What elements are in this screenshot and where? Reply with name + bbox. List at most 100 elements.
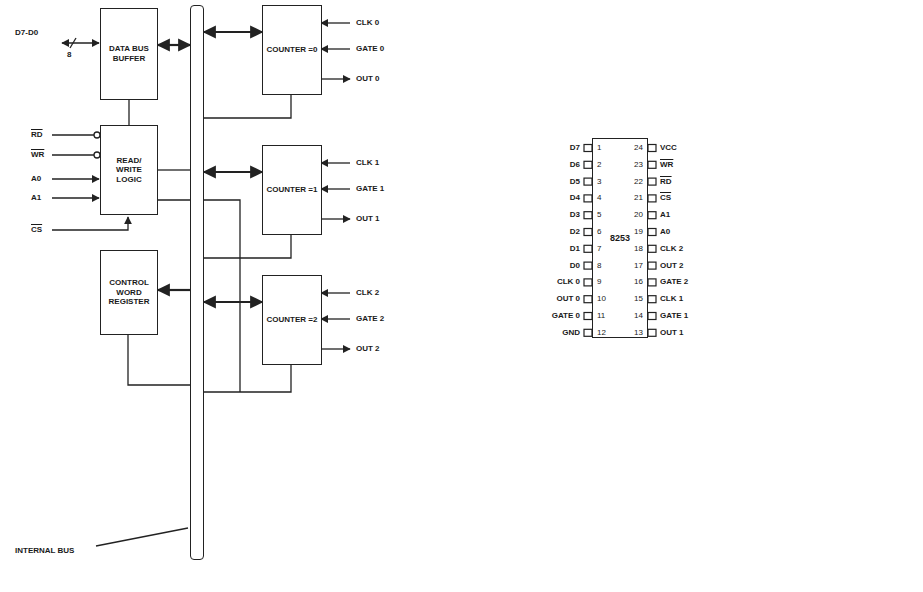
pin-pad bbox=[584, 245, 592, 252]
pin-name: A1 bbox=[659, 210, 671, 220]
control-wire bbox=[204, 365, 291, 392]
pin-pad bbox=[584, 145, 592, 152]
pin-name: CLK 2 bbox=[659, 244, 684, 254]
pin-number: 7 bbox=[596, 244, 602, 254]
pin-pad bbox=[584, 178, 592, 185]
box-title: 8253 bbox=[610, 233, 630, 244]
bus-arrow bbox=[204, 171, 262, 173]
pin-pad bbox=[648, 329, 656, 336]
out-line bbox=[320, 218, 350, 219]
clk-line bbox=[321, 292, 350, 293]
pin-pad bbox=[648, 313, 656, 320]
pin-name: D0 bbox=[569, 261, 581, 271]
pin-pad bbox=[584, 229, 592, 236]
bus-slash bbox=[70, 38, 76, 48]
pin-name: GND bbox=[561, 328, 581, 338]
pin-name: WR bbox=[659, 160, 674, 170]
pin-pad bbox=[648, 279, 656, 286]
pin-number: 2 bbox=[596, 160, 602, 170]
pin-pad bbox=[648, 145, 656, 152]
pin-pad bbox=[584, 262, 592, 269]
pin-pad bbox=[648, 161, 656, 168]
pin-number: 16 bbox=[633, 277, 644, 287]
box-title: COUNTER =2 bbox=[267, 315, 318, 325]
pin-pad bbox=[648, 296, 656, 303]
signal-name: OUT 2 bbox=[355, 344, 381, 354]
pin-name: GATE 2 bbox=[659, 277, 689, 287]
pin-number: 24 bbox=[633, 143, 644, 153]
pin-pad bbox=[648, 178, 656, 185]
signal-name: RD bbox=[30, 130, 44, 140]
pin-number: 18 bbox=[633, 244, 644, 254]
pin-pad bbox=[584, 329, 592, 336]
bus-arrow bbox=[158, 44, 190, 46]
out-line bbox=[320, 78, 350, 79]
pin-pad bbox=[648, 195, 656, 202]
pin-pad bbox=[584, 195, 592, 202]
pin-name: D7 bbox=[569, 143, 581, 153]
buffer-box: DATA BUS BUFFER bbox=[100, 8, 158, 100]
out-line bbox=[320, 348, 350, 349]
signal-name: CLK 0 bbox=[355, 18, 380, 28]
pin-number: 12 bbox=[596, 328, 607, 338]
signal-name: A1 bbox=[30, 193, 42, 203]
gate-line bbox=[321, 188, 350, 189]
pin-number: 11 bbox=[596, 311, 606, 321]
signal-name: WR bbox=[30, 150, 45, 160]
pin-number: 6 bbox=[596, 227, 602, 237]
pin-number: 13 bbox=[633, 328, 644, 338]
clk-line bbox=[321, 22, 350, 23]
signal-name: D7-D0 bbox=[14, 28, 39, 38]
pin-number: 1 bbox=[596, 143, 602, 153]
data-bus-line bbox=[62, 42, 99, 43]
pin-name: CLK 1 bbox=[659, 294, 684, 304]
pin-name: D4 bbox=[569, 193, 581, 203]
pin-pad bbox=[584, 161, 592, 168]
counter-box: COUNTER =1 bbox=[262, 145, 322, 235]
pin-pad bbox=[648, 245, 656, 252]
box-title: COUNTER =1 bbox=[267, 185, 318, 195]
control-wire bbox=[204, 235, 291, 258]
pin-pad bbox=[584, 279, 592, 286]
pin-number: 19 bbox=[633, 227, 644, 237]
register-box: CONTROL WORD REGISTER bbox=[100, 250, 158, 335]
bus-arrow bbox=[204, 301, 262, 303]
signal-name: GATE 2 bbox=[355, 314, 385, 324]
pin-name: CLK 0 bbox=[556, 277, 581, 287]
pin-number: 17 bbox=[633, 261, 644, 271]
pin-number: 20 bbox=[633, 210, 644, 220]
logic-box: READ/ WRITE LOGIC bbox=[100, 125, 158, 215]
box-title: COUNTER =0 bbox=[267, 45, 318, 55]
wr-line bbox=[52, 154, 94, 155]
gate-line bbox=[321, 318, 350, 319]
wire bbox=[158, 169, 190, 170]
signal-name: CLK 1 bbox=[355, 158, 380, 168]
pin-number: 21 bbox=[633, 193, 644, 203]
pin-name: A0 bbox=[659, 227, 671, 237]
gate-line bbox=[321, 48, 350, 49]
pin-number: 10 bbox=[596, 294, 607, 304]
signal-name: OUT 1 bbox=[355, 214, 381, 224]
cs-line bbox=[52, 217, 128, 230]
signal-name: CLK 2 bbox=[355, 288, 380, 298]
bus-label: INTERNAL BUS bbox=[13, 546, 76, 556]
pin-pad bbox=[584, 212, 592, 219]
pin-number: 4 bbox=[596, 193, 602, 203]
pin-pad bbox=[648, 229, 656, 236]
control-wire bbox=[204, 95, 291, 118]
pin-name: D2 bbox=[569, 227, 581, 237]
pin-name: GATE 1 bbox=[659, 311, 689, 321]
pin-number: 14 bbox=[633, 311, 644, 321]
pin-number: 15 bbox=[633, 294, 644, 304]
pin-name: OUT 2 bbox=[659, 261, 685, 271]
pin-pad bbox=[584, 296, 592, 303]
pin-number: 9 bbox=[596, 277, 602, 287]
pin-name: GATE 0 bbox=[551, 311, 581, 321]
pin-name: CS bbox=[659, 193, 672, 203]
control-wire bbox=[128, 335, 190, 385]
signal-name: OUT 0 bbox=[355, 74, 381, 84]
pin-pad bbox=[648, 262, 656, 269]
bus-arrow bbox=[158, 289, 190, 291]
counter-box: COUNTER =2 bbox=[262, 275, 322, 365]
pin-name: RD bbox=[659, 177, 673, 187]
